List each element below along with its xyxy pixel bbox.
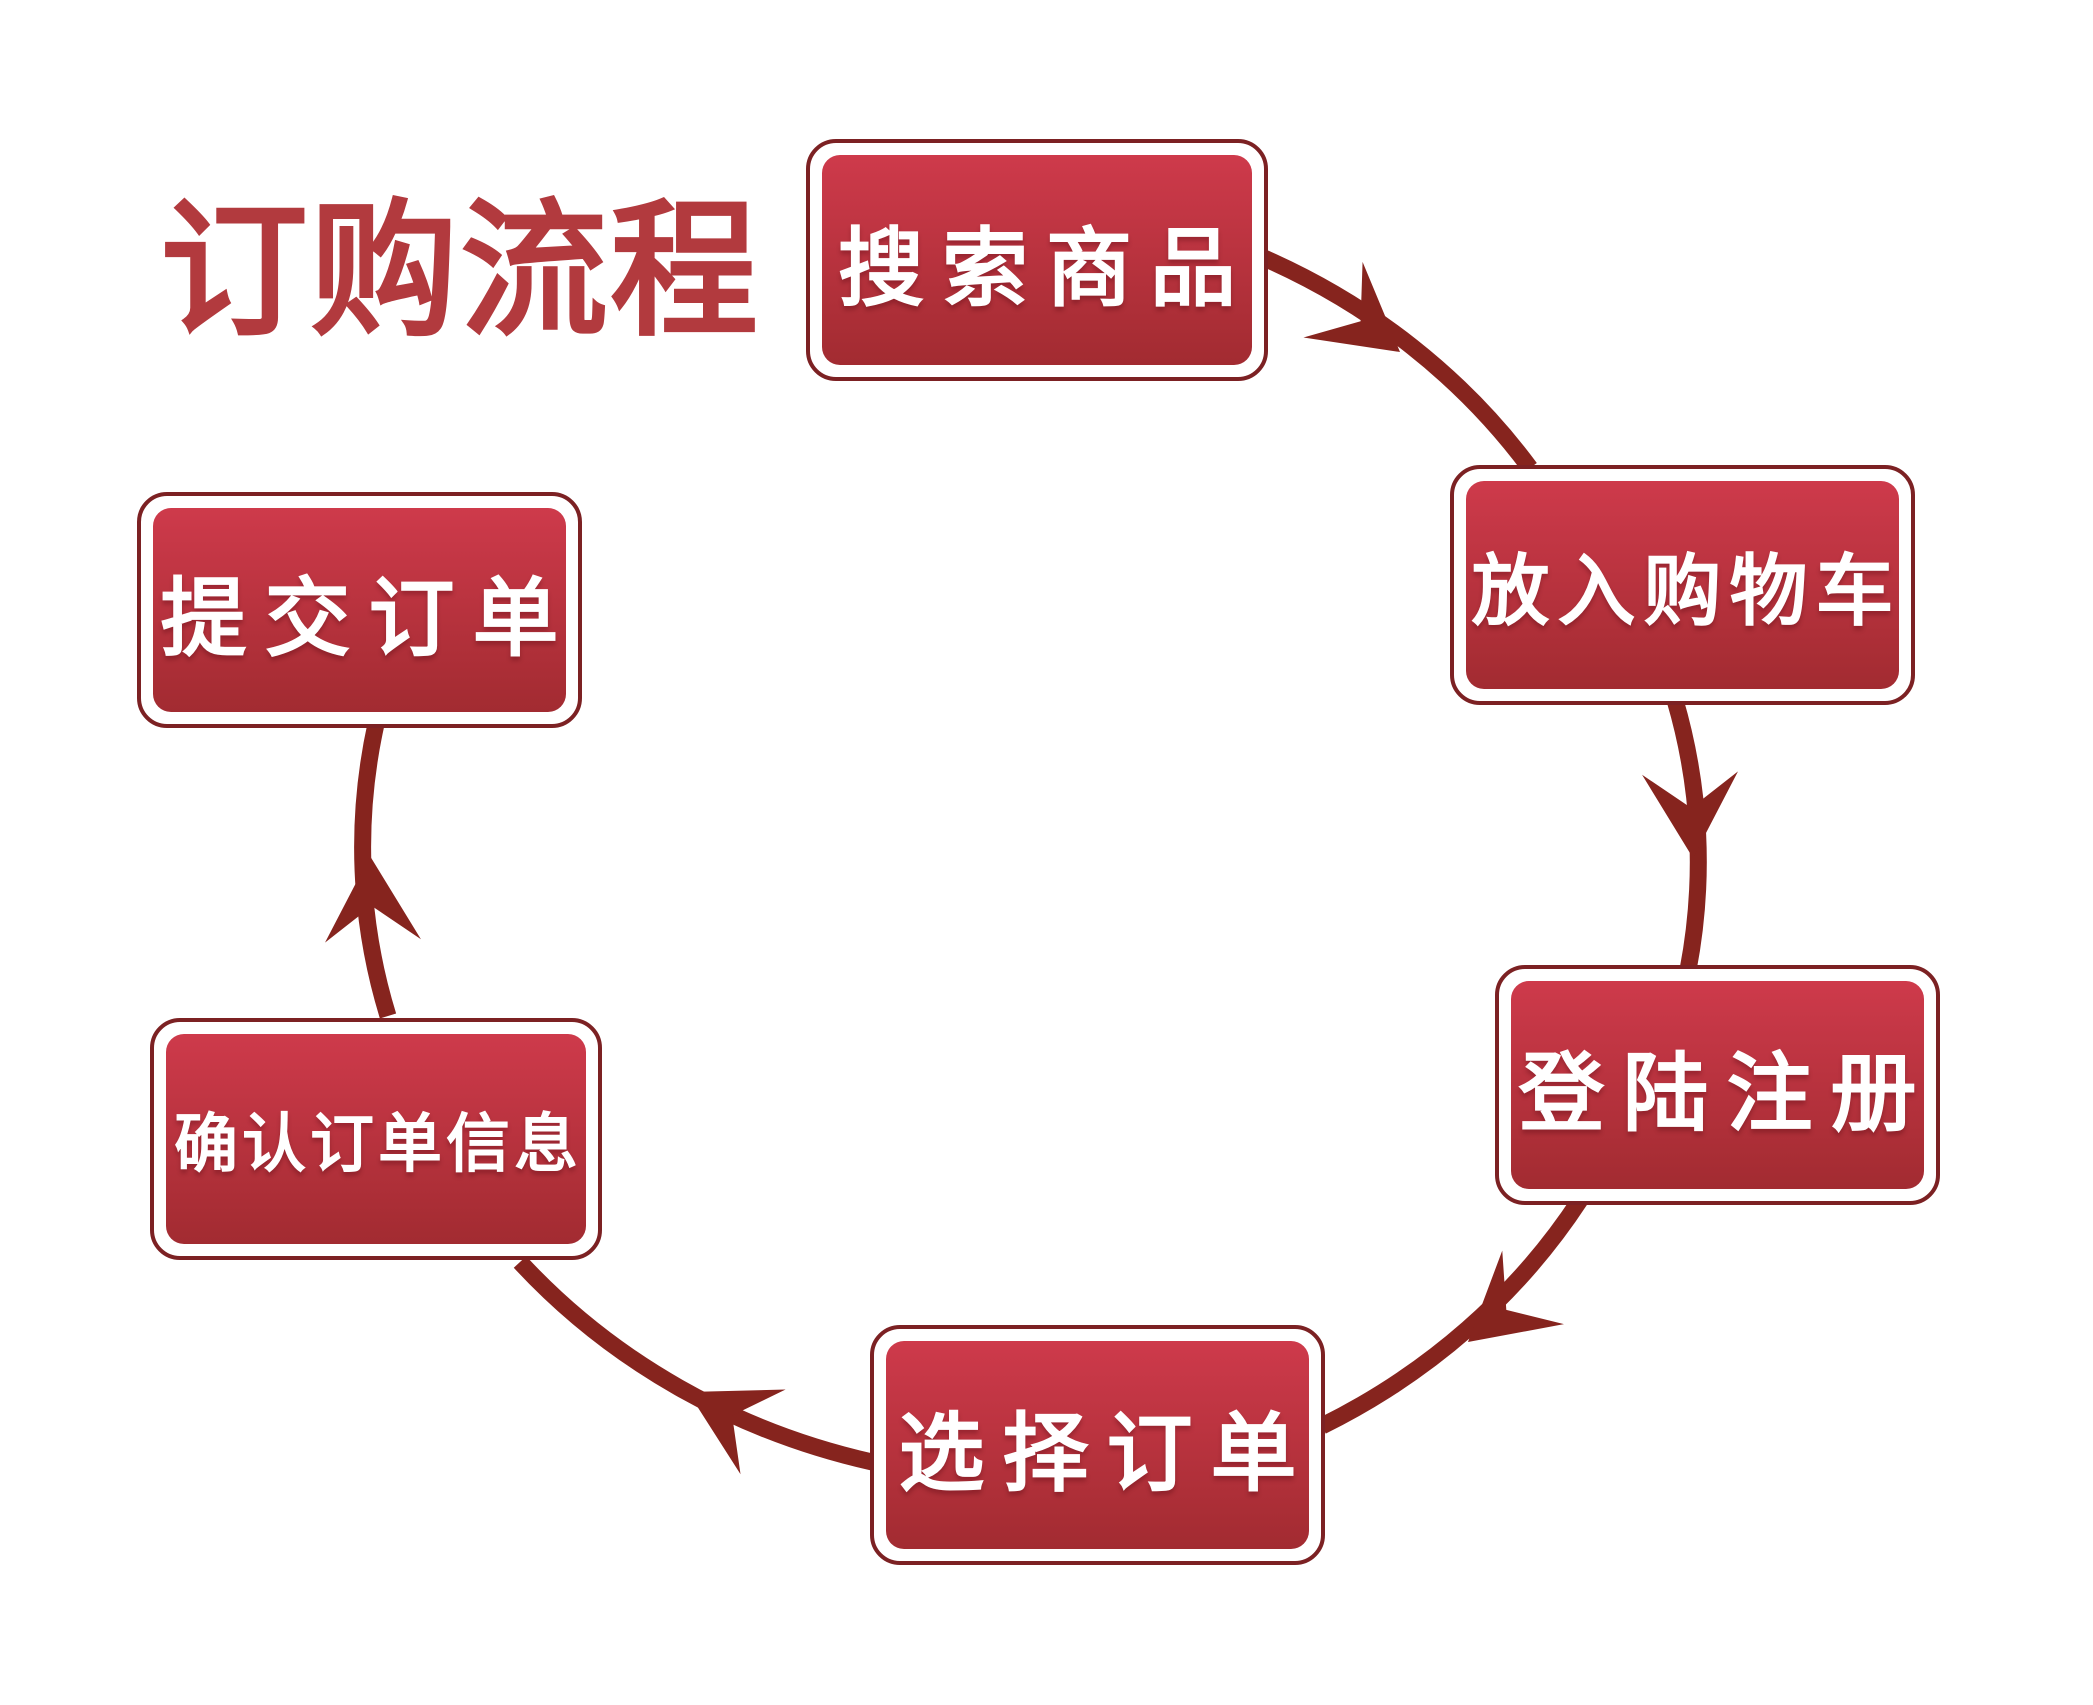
step-submit-order-label: 提交订单 [160,568,577,669]
step-search-product-panel: 搜索商品 [822,155,1252,365]
arrow-head-icon [1468,1250,1564,1342]
step-login-register: 登陆注册 [1495,965,1940,1205]
connector-login-to-select [1318,1195,1588,1434]
step-select-order-panel: 选择订单 [886,1341,1309,1549]
step-login-register-panel: 登陆注册 [1511,981,1924,1189]
step-select-order: 选择订单 [870,1325,1325,1565]
arrow-head-icon [1303,261,1400,352]
arrow-head-icon [1642,771,1739,858]
step-search-product: 搜索商品 [806,139,1268,381]
step-confirm-order-info-label: 确认订单信息 [174,1108,582,1182]
diagram-title: 订购流程 [160,185,760,357]
step-submit-order: 提交订单 [137,492,582,728]
connector-select-to-confirm [513,1256,874,1471]
step-confirm-order-info: 确认订单信息 [150,1018,602,1260]
step-confirm-order-info-panel: 确认订单信息 [166,1034,586,1244]
step-search-product-label: 搜索商品 [838,218,1254,319]
step-add-to-cart-panel: 放入购物车 [1466,481,1899,689]
step-login-register-label: 登陆注册 [1518,1043,1935,1144]
connector-search-to-cart [1260,250,1537,474]
step-submit-order-panel: 提交订单 [153,508,566,712]
arrow-head-icon [688,1389,786,1475]
step-add-to-cart: 放入购物车 [1450,465,1915,705]
arrow-head-icon [324,856,421,943]
step-select-order-label: 选择订单 [898,1403,1315,1504]
step-add-to-cart-label: 放入购物车 [1471,547,1902,637]
